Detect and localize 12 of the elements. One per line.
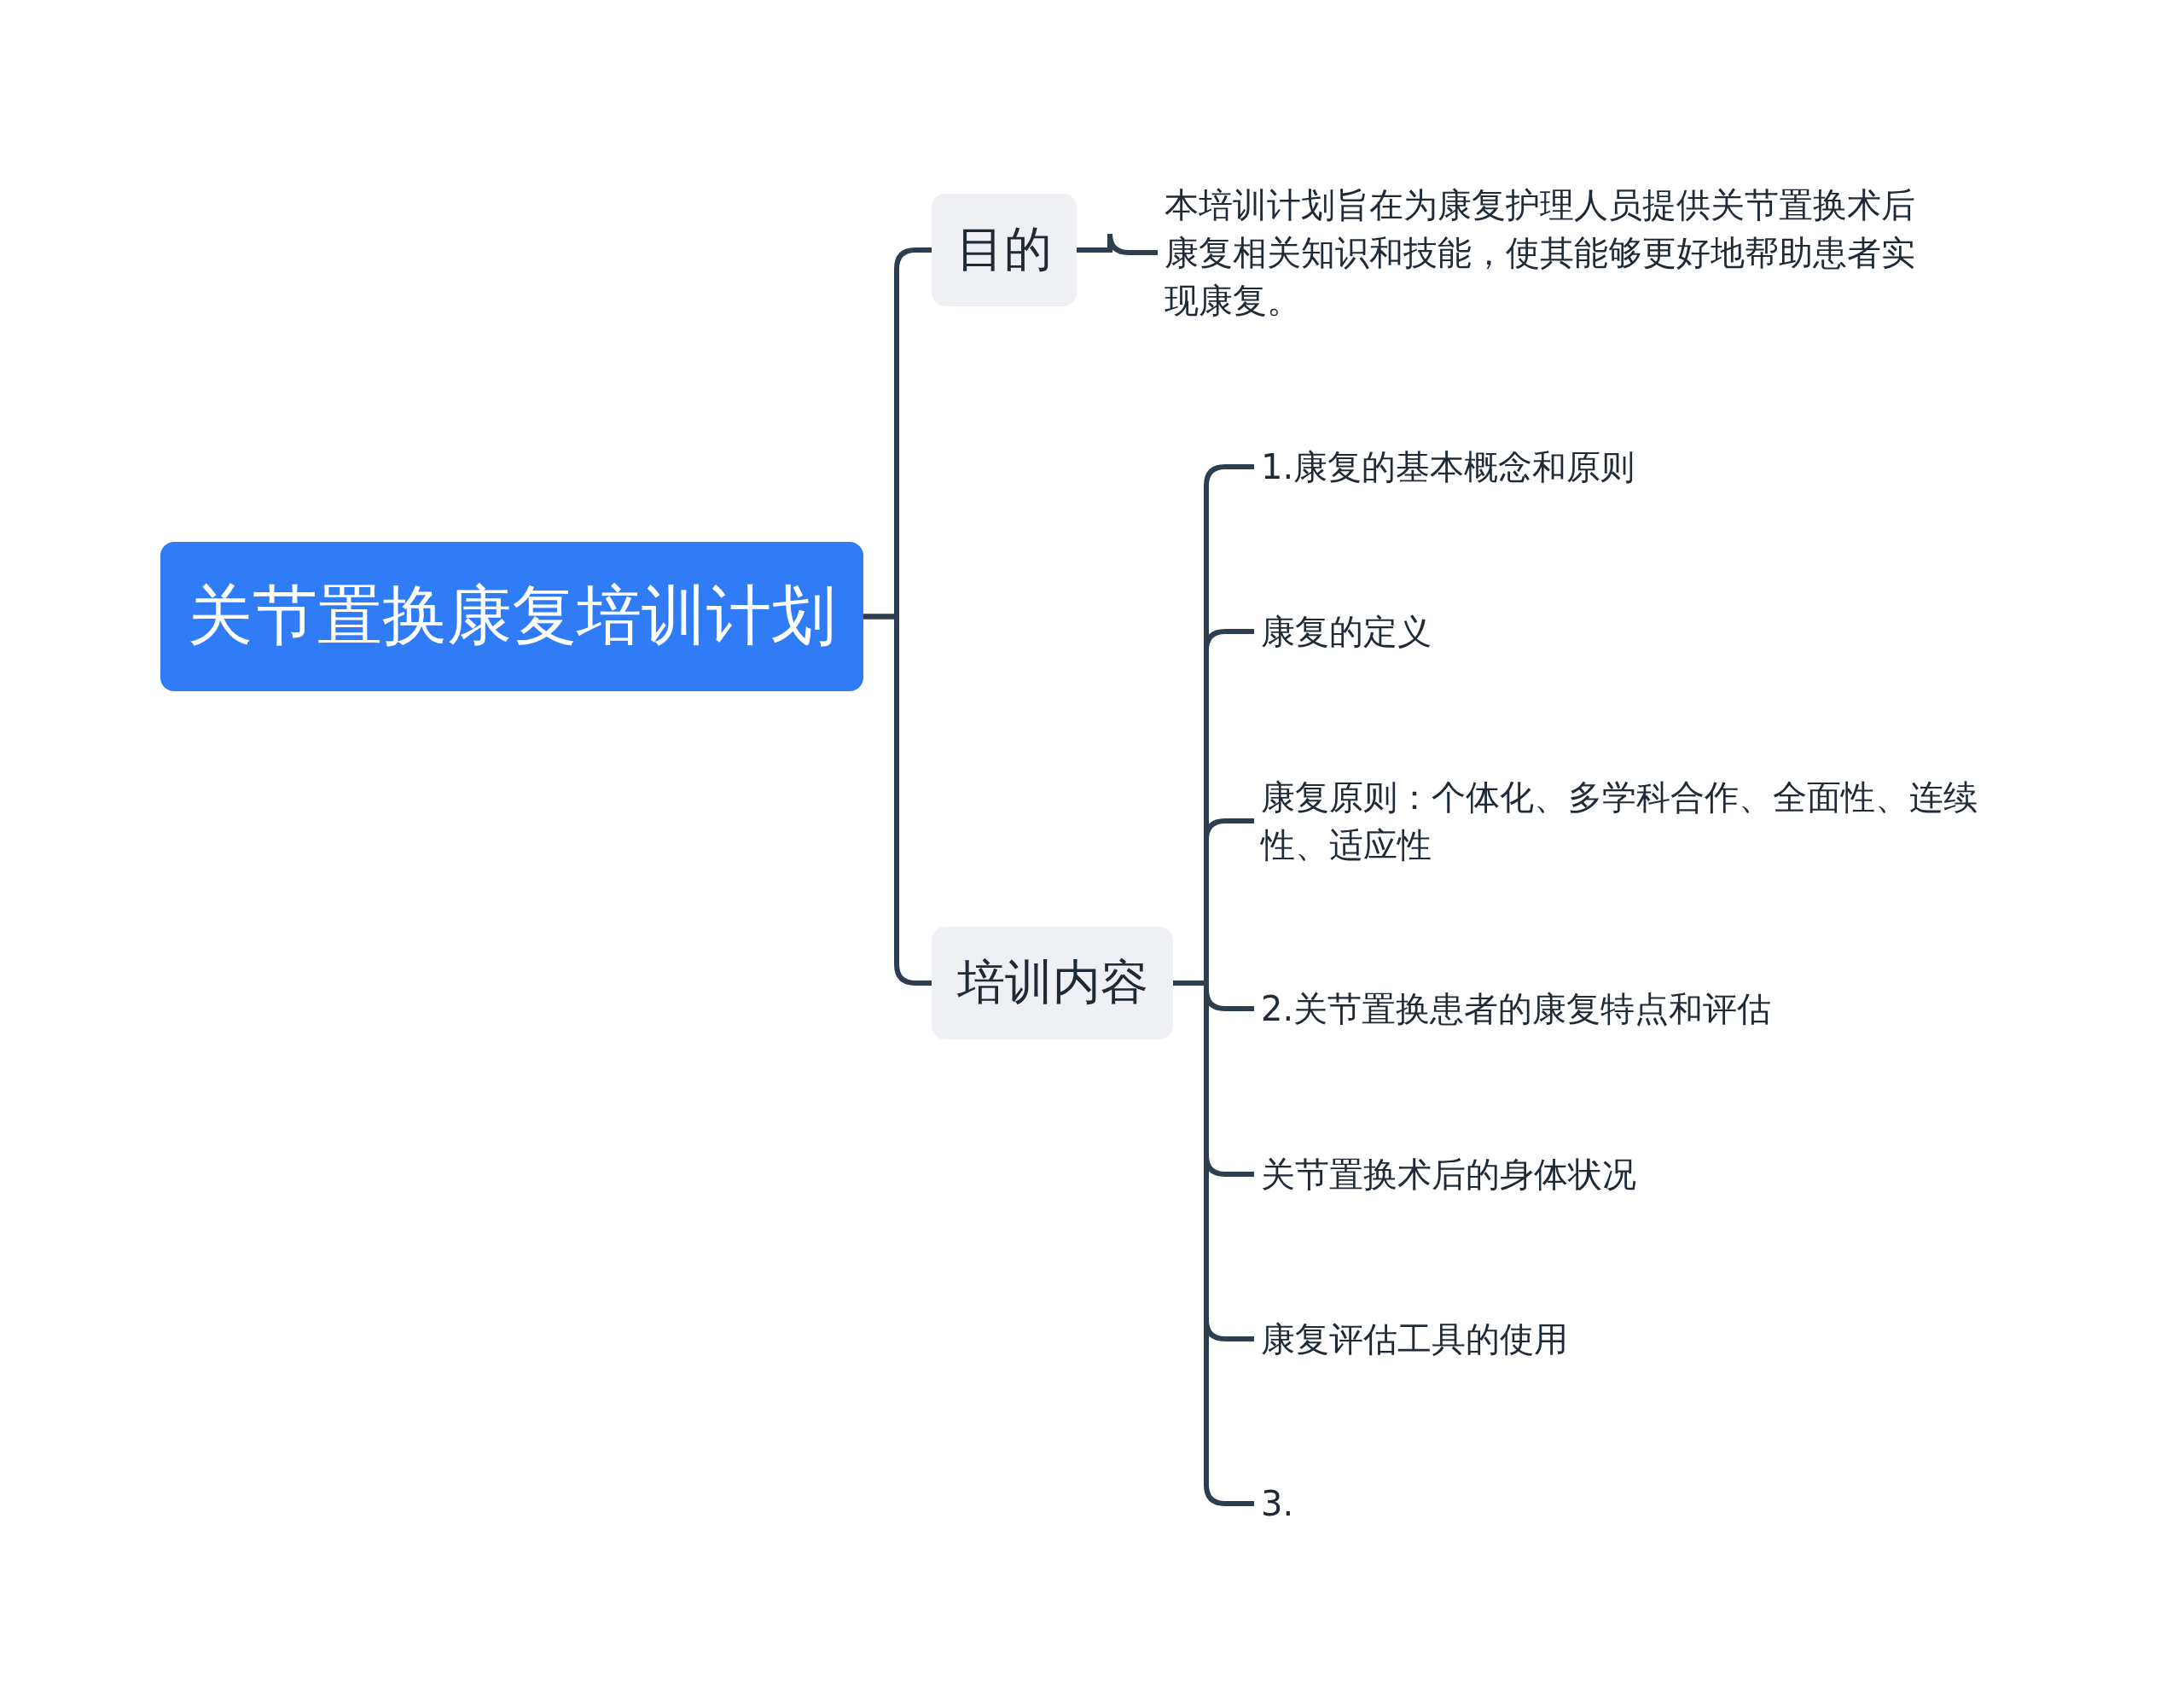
branch-text: 1.康复的基本概念和原则 — [1261, 443, 2029, 491]
branch-text: 本培训计划旨在为康复护理人员提供关节置换术后康复相关知识和技能，使其能够更好地帮助患者实现康复。 — [1165, 181, 1932, 324]
topic-box: 目的 — [932, 194, 1077, 306]
root-topic-box: 关节置换康复培训计划 — [160, 542, 863, 691]
topic-box: 培训内容 — [932, 927, 1173, 1039]
branch-text: 2.关节置换患者的康复特点和评估 — [1261, 985, 2029, 1033]
branch-text: 康复原则：个体化、多学科合作、全面性、连续性、适应性 — [1261, 773, 2020, 869]
branch-text: 3. — [1261, 1480, 2029, 1528]
connector-line — [1077, 231, 1158, 255]
branch-text: 康复的定义 — [1261, 608, 2029, 655]
branch-text: 康复评估工具的使用 — [1261, 1315, 2029, 1363]
branch-text: 关节置换术后的身体状况 — [1261, 1150, 2029, 1198]
